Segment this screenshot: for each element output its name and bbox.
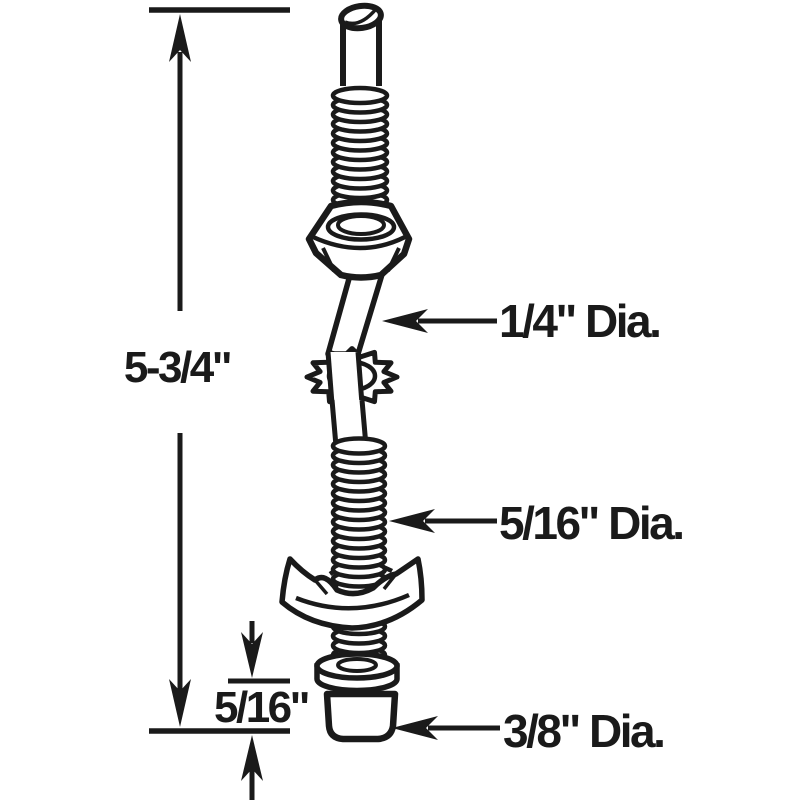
three-eighth-label: 3/8" Dia. <box>503 705 663 757</box>
arrowhead-down-icon <box>169 679 191 727</box>
thread-ring <box>330 436 388 456</box>
flange-washer-hub-ring <box>336 657 378 673</box>
bolt-illustration <box>279 2 425 743</box>
quarter-inch-rod <box>325 265 387 357</box>
star-lock-washer <box>304 346 400 408</box>
quarter-inch-label: 1/4" Dia. <box>499 295 659 347</box>
flange-washer <box>314 651 400 694</box>
callout-arrowhead-left-icon <box>389 509 435 533</box>
rod-below-star-left-edge <box>329 399 339 447</box>
top-rod-tip <box>338 2 384 86</box>
rod-below-star-fill <box>332 400 366 446</box>
bottom-hex-nut <box>323 690 399 743</box>
callout-arrowhead-left-icon <box>382 309 428 333</box>
bent-plate-washer <box>279 556 425 631</box>
tip-length-label: 5/16" <box>214 683 308 732</box>
bent-washer-fold-right <box>382 572 398 591</box>
five-sixteenth-callout: 5/16" Dia. <box>389 497 685 549</box>
upper-hex-nut <box>305 198 413 281</box>
upper-threaded-section <box>330 85 390 210</box>
diameter-callouts: 1/4" Dia. 5/16" Dia. 3/8" Dia. <box>382 295 685 757</box>
tip-length-dimension: 5/16" <box>214 621 311 800</box>
quarter-inch-callout: 1/4" Dia. <box>382 295 662 347</box>
tip-arrowhead-down-icon <box>241 632 263 678</box>
bent-washer-body <box>279 556 425 631</box>
rod-through-star-fill <box>328 352 362 404</box>
rod-through-star-right-edge <box>355 351 365 405</box>
callout-arrowhead-left-icon <box>392 716 438 740</box>
rod-through-star-left-edge <box>325 351 335 405</box>
arrowhead-up-icon <box>169 14 191 62</box>
overall-length-label: 5-3/4" <box>124 343 230 392</box>
hex-nut-facet-line-right <box>386 247 401 272</box>
three-eighth-callout: 3/8" Dia. <box>392 705 666 757</box>
tip-arrowhead-up-icon <box>241 735 263 781</box>
five-sixteenth-label: 5/16" Dia. <box>499 497 682 549</box>
hex-nut-facet-line-left <box>321 247 336 272</box>
overall-length-dimension: 5-3/4" <box>124 7 290 734</box>
bent-washer-fold-left <box>313 578 329 596</box>
thread-ring <box>330 85 390 106</box>
bent-washer-thickness-line <box>295 592 410 611</box>
hex-nut-chamfer-ring-inner <box>336 214 386 236</box>
top-rod-cut-line <box>344 7 378 26</box>
hex-nut-top-face-edge <box>312 234 407 251</box>
flange-washer-top-face <box>314 651 400 681</box>
